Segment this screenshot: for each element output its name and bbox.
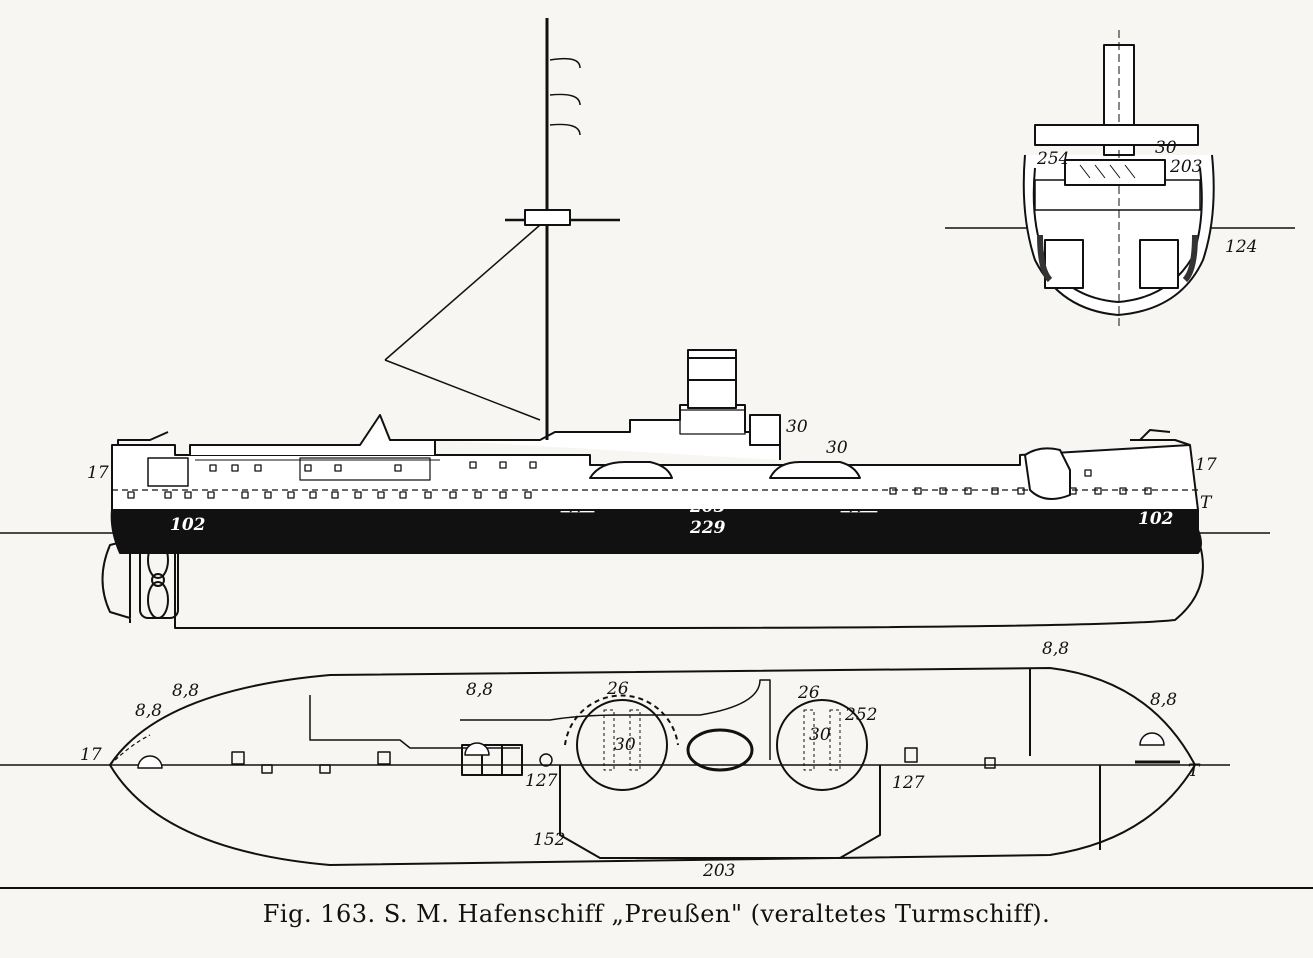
label-plan-t: T [1188, 761, 1201, 781]
plan-hull [109, 667, 1196, 866]
label-plan-30a: 30 [614, 735, 636, 755]
label-plan-26b: 26 [797, 683, 820, 703]
label-side-102-fore: 102 [170, 515, 206, 535]
label-side-stern-17: 17 [1195, 455, 1217, 475]
cross-section [945, 30, 1295, 330]
label-plan-30b: 30 [809, 725, 831, 745]
plan-deckhouse [461, 744, 523, 776]
label-side-bow-17: 17 [87, 463, 109, 483]
caption-fig-number: Fig. 163. [262, 900, 376, 928]
label-section-30: 30 [1155, 138, 1177, 158]
plan-funnel [686, 728, 754, 772]
side-elevation [0, 18, 1270, 629]
rudder [101, 539, 131, 619]
fore-turret [589, 461, 673, 479]
label-plan-127b: 127 [892, 773, 925, 793]
label-plan-127a: 127 [525, 771, 558, 791]
label-side-stern-t: T [1200, 493, 1213, 513]
caption-text: S. M. Hafenschiff „Preußen" (veraltetes … [383, 900, 1051, 928]
label-section-203: 203 [1169, 157, 1202, 177]
label-side-102-aft: 102 [1138, 509, 1174, 529]
label-plan-26a: 26 [606, 679, 629, 699]
label-plan-203: 203 [702, 861, 735, 881]
label-plan-88a: 8,8 [135, 701, 162, 721]
label-plan-88e: 8,8 [1150, 690, 1177, 710]
figure-caption: Fig. 163. S. M. Hafenschiff „Preußen" (v… [0, 900, 1313, 928]
lower-hull [120, 544, 1204, 629]
label-plan-17: 17 [80, 745, 102, 765]
label-side-229: 229 [689, 518, 726, 538]
label-plan-88d: 8,8 [1042, 639, 1069, 659]
label-side-30a: 30 [786, 417, 808, 437]
plan-citadel [559, 765, 881, 859]
label-side-30b: 30 [826, 438, 848, 458]
label-plan-88b: 8,8 [172, 681, 199, 701]
label-plan-252: 252 [844, 705, 877, 725]
armor-belt [110, 509, 1202, 554]
labels: 17 17 T 30 30 203 229 102 102 254 30 203… [80, 138, 1257, 881]
conning-tower [749, 414, 781, 446]
label-section-254: 254 [1036, 149, 1069, 169]
aft-turret [769, 461, 861, 479]
aft-barbette [776, 699, 868, 791]
plan-view [0, 667, 1230, 866]
label-plan-152: 152 [533, 830, 565, 850]
label-side-203: 203 [689, 497, 726, 517]
label-section-124: 124 [1225, 237, 1257, 257]
fore-barbette [576, 699, 668, 791]
label-plan-88c: 8,8 [466, 680, 493, 700]
